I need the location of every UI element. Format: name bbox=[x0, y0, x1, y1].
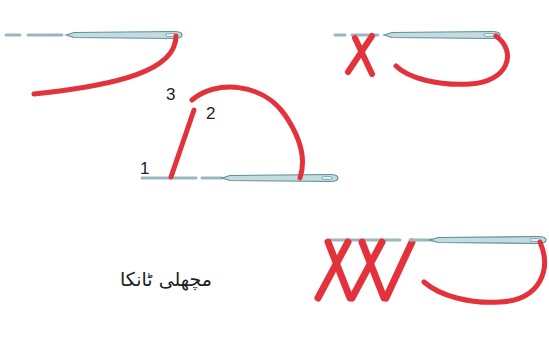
step-two bbox=[335, 32, 508, 85]
step-four bbox=[318, 237, 546, 303]
callout-number: 2 bbox=[206, 105, 215, 122]
callout-number: 3 bbox=[166, 86, 175, 103]
step-one bbox=[6, 32, 182, 95]
stitch-caption: مچھلی ٹانکا bbox=[120, 270, 212, 289]
callout-number: 1 bbox=[140, 160, 149, 177]
